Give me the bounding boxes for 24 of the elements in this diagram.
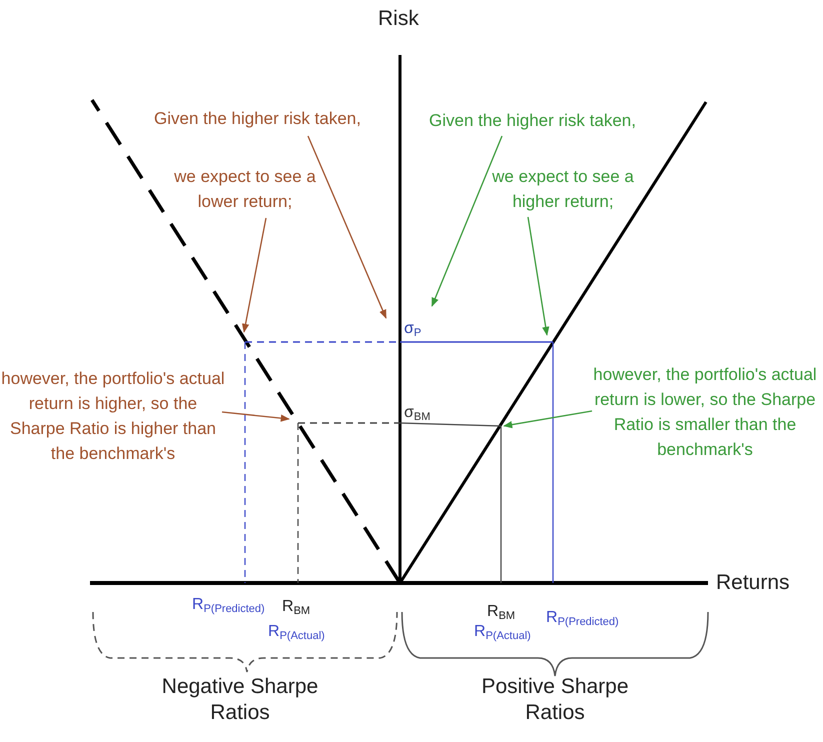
- axis-label: Returns: [716, 570, 790, 596]
- annotation-text: we expect to see a lower return;: [173, 166, 317, 213]
- symbol-label: R$_{P(Predicted)}$: [192, 595, 265, 617]
- symbol-label: σ$_{BM}$: [404, 403, 430, 425]
- leader-arrow: [307, 136, 387, 319]
- annotation-text: Given the higher risk taken,: [153, 108, 362, 130]
- axis-label: Risk: [378, 6, 419, 32]
- leader-arrow: [503, 410, 592, 428]
- symbol-label: σ$_{P}$: [404, 319, 422, 341]
- annotation-text: however, the portfolio's actual return is lower, so the Sharpe Ratio is smaller than the benchmark's: [592, 364, 818, 461]
- symbol-label: R$_{BM}$: [282, 597, 310, 619]
- region-label: Negative Sharpe Ratios: [160, 674, 320, 726]
- symbol-label: R$_{P(Predicted)}$: [546, 608, 619, 630]
- annotation-text: we expect to see a higher return;: [491, 166, 635, 213]
- region-label: Positive Sharpe Ratios: [480, 674, 630, 726]
- leader-arrow: [431, 136, 503, 307]
- annotation-text: however, the portfolio's actual return is higher, so the Sharpe Ratio is higher than the benchmark's: [0, 368, 226, 465]
- symbol-label: R$_{BM}$: [487, 602, 516, 624]
- leader-arrow: [527, 216, 550, 336]
- symbol-label: R$_{P(Actual)}$: [474, 622, 531, 644]
- symbol-label: R$_{P(Actual)}$: [268, 622, 325, 644]
- leader-arrow: [222, 411, 290, 422]
- leader-arrow: [242, 218, 267, 333]
- annotation-text: Given the higher risk taken,: [428, 110, 637, 132]
